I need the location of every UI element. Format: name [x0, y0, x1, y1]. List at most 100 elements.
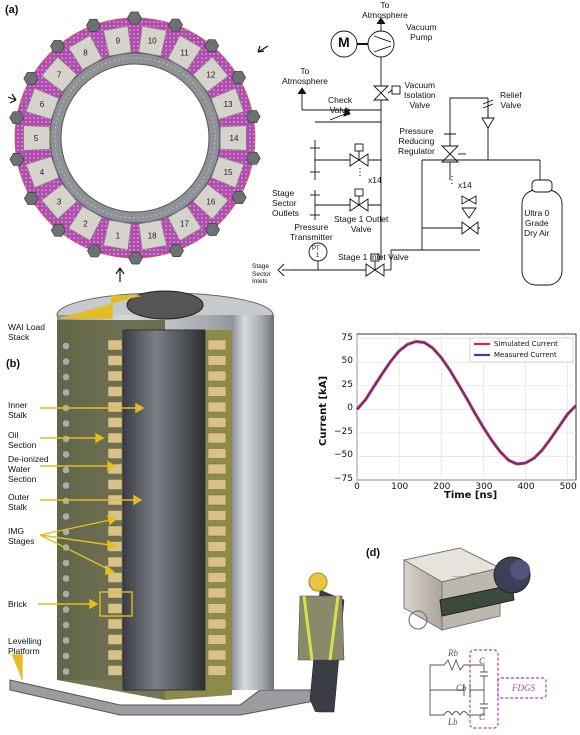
- ring-sector-label: 10: [148, 37, 157, 46]
- y-tick-label: 25: [341, 379, 353, 390]
- cable-connector: [24, 192, 39, 205]
- ellipsis-inlet: ⋮: [447, 175, 457, 186]
- img-brick: [107, 618, 123, 630]
- ring-sector-label: 3: [57, 198, 62, 207]
- img-brick: [107, 525, 123, 537]
- pressure-regulator: [440, 145, 460, 163]
- img-brick: [207, 603, 227, 614]
- cylinder-port: [62, 450, 70, 459]
- y-tick-label: 75: [341, 332, 353, 343]
- callout-oil-section: Oil Section: [8, 430, 37, 450]
- y-tick-label: 0: [347, 403, 353, 414]
- cylinder-port: [62, 652, 70, 660]
- ring-sector-label: 7: [57, 70, 62, 79]
- img-brick: [207, 401, 227, 413]
- img-brick: [207, 510, 227, 521]
- ring-sector: [25, 156, 60, 189]
- callout-img-stages: IMG Stages: [8, 526, 35, 546]
- img-brick: [207, 665, 227, 676]
- cylinder-port: [62, 559, 70, 567]
- pump-symbol: [367, 30, 395, 58]
- img-brick: [107, 417, 123, 428]
- chart-x-label: Time [ns]: [444, 490, 498, 501]
- ring-sector: [41, 56, 78, 93]
- img-brick: [207, 634, 227, 645]
- cable-connector: [9, 153, 25, 166]
- legend-label-measured: Measured Current: [494, 351, 557, 359]
- cylinder-port: [62, 574, 70, 583]
- x-tick-label: 500: [559, 482, 577, 492]
- cable-connector: [168, 18, 183, 32]
- legend-label-simulated: Simulated Current: [494, 340, 558, 348]
- img-brick: [207, 572, 227, 583]
- stage-sector-inlets: Stage Sector Inlets: [252, 263, 271, 285]
- check-valve-label: Check Valve: [328, 95, 353, 115]
- cable-connector: [231, 191, 247, 204]
- x-tick-label: 0: [354, 482, 360, 492]
- ring-sector-label: 11: [180, 48, 189, 57]
- y-tick-label: −75: [334, 474, 353, 484]
- img-brick: [207, 494, 227, 506]
- img-brick: [107, 401, 123, 413]
- brick-tag-2: ~~~: [470, 572, 479, 577]
- panel-b-label: (b): [6, 358, 21, 370]
- callout-outer-stalk: Outer Stalk: [8, 492, 30, 512]
- img-brick: [207, 417, 227, 428]
- gas-schematic: [277, 17, 563, 286]
- dry-air-label: Ultra 0 Grade Dry Air: [524, 208, 550, 238]
- cable-connector: [86, 19, 101, 32]
- cylinder-port: [62, 342, 70, 350]
- x-tick-label: 200: [433, 482, 451, 492]
- img-brick: [107, 649, 123, 661]
- ring-sector-label: 16: [206, 198, 215, 207]
- ring-sector: [68, 205, 103, 242]
- cylinder-port: [62, 357, 70, 366]
- img-brick: [207, 525, 227, 537]
- img-brick: [207, 386, 227, 397]
- ring-sector: [138, 219, 167, 251]
- panel-c-label: (c): [413, 341, 427, 353]
- pt-symbol-text: PT: [312, 246, 320, 252]
- relief-valve-label: Relief Valve: [500, 90, 522, 110]
- cable-connector: [205, 223, 220, 236]
- img-brick: [107, 339, 123, 351]
- cable-connector: [169, 244, 184, 257]
- ring-sector: [192, 56, 229, 93]
- ring-sector: [138, 25, 167, 57]
- cable-connector: [50, 40, 65, 53]
- sector-inlet-valve: [461, 221, 479, 235]
- wai-load-stack: [126, 290, 204, 320]
- cable-connector: [50, 223, 66, 237]
- vacuum-iso-valve: [372, 85, 390, 101]
- ring-sector-label: 14: [230, 134, 239, 143]
- img-brick: [207, 463, 227, 475]
- img-brick: [107, 603, 123, 614]
- callout-brick: Brick: [8, 599, 27, 609]
- panel-a-label: (a): [5, 4, 19, 16]
- ring-sector: [167, 205, 202, 242]
- ring-sector: [103, 219, 132, 251]
- img-brick: [107, 432, 123, 444]
- cylinder-port: [62, 667, 70, 676]
- hard-hat: [308, 572, 328, 592]
- ring-sector-label: 2: [83, 220, 88, 229]
- ellipsis-outlet: ⋮: [355, 167, 365, 178]
- img-brick: [207, 448, 227, 459]
- panel-d-label: (d): [366, 547, 381, 559]
- callout-wai-load-stack: WAI Load Stack: [8, 322, 46, 342]
- circuit-c2: C: [479, 712, 486, 722]
- ring-sector-label: 18: [148, 231, 157, 240]
- ring-sector-label: 13: [224, 100, 233, 109]
- vacuum-iso-label: Vacuum Isolation Valve: [404, 80, 436, 110]
- pt-number: 1: [316, 253, 320, 259]
- ring-sector: [167, 34, 202, 71]
- y-tick-label: −25: [334, 426, 353, 437]
- stage1-outlet-label: Stage 1 Outlet Valve: [334, 214, 389, 234]
- x-tick-label: 400: [517, 482, 535, 492]
- brick-tag-1: ~~~~: [452, 575, 463, 580]
- circuit: [429, 649, 547, 729]
- ring-sector: [192, 183, 229, 220]
- cylinder-port: [62, 512, 70, 521]
